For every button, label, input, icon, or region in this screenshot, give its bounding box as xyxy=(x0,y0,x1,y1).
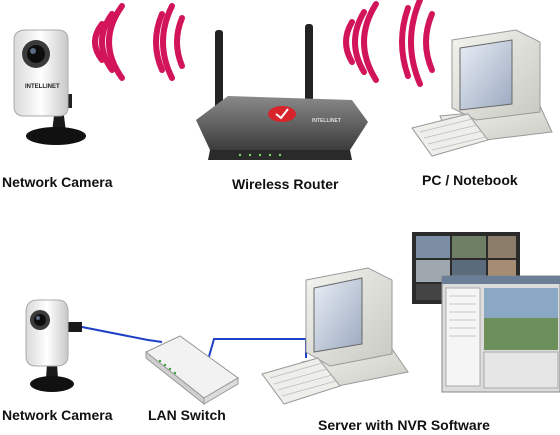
camera-icon: INTELLINET xyxy=(13,29,86,145)
pc-icon xyxy=(411,29,553,157)
wifi-signal-icon xyxy=(343,0,435,87)
label-lan-switch: LAN Switch xyxy=(148,407,226,423)
camera-logo: INTELLINET xyxy=(25,84,60,90)
router-logo: INTELLINET xyxy=(312,118,341,124)
switch-icon xyxy=(145,335,239,406)
camera-icon xyxy=(25,299,82,392)
label-network-camera-wired: Network Camera xyxy=(2,407,113,423)
label-pc-notebook: PC / Notebook xyxy=(422,172,518,188)
wifi-signal-icon xyxy=(92,3,185,81)
server-icon xyxy=(261,267,409,405)
label-network-camera-wireless: Network Camera xyxy=(2,174,113,190)
nvr-screenshot-icon xyxy=(412,232,560,393)
router-icon: INTELLINET xyxy=(196,24,368,160)
label-wireless-router: Wireless Router xyxy=(232,176,339,192)
label-server-nvr: Server with NVR Software xyxy=(318,417,490,433)
